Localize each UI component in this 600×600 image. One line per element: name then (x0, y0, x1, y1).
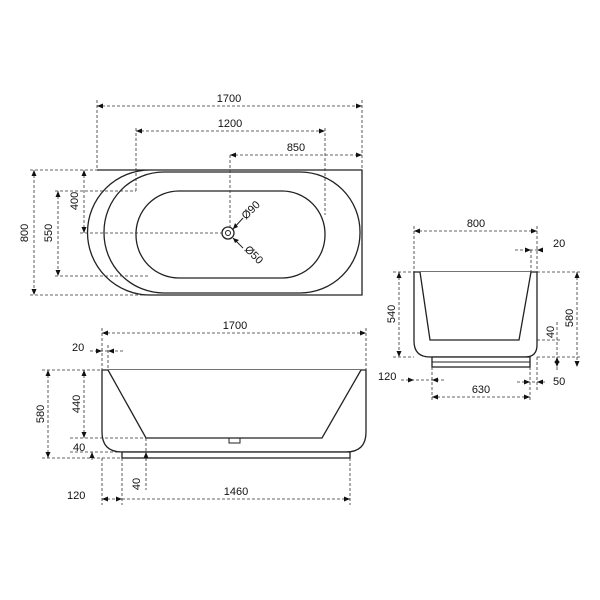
plan-depth-800: 800 (19, 224, 31, 242)
plan-depth-550: 550 (43, 224, 55, 242)
plan-view: 1700 1200 850 800 550 400 Ø90 Ø50 (19, 93, 363, 296)
side-offset-50: 50 (553, 376, 565, 388)
plan-depth-400: 400 (69, 192, 81, 210)
front-width-1700: 1700 (223, 320, 247, 332)
front-bottom-40: 40 (131, 478, 143, 490)
side-view: 800 20 540 580 40 120 630 (378, 218, 580, 402)
front-basin-inner (107, 369, 362, 439)
front-view: 1700 20 580 440 40 40 120 1460 (35, 320, 367, 505)
plan-width-1700: 1700 (217, 93, 241, 105)
front-height-580: 580 (35, 405, 47, 423)
front-base-1460: 1460 (224, 486, 248, 498)
side-rim-20: 20 (553, 238, 565, 250)
front-offset-120: 120 (67, 490, 85, 502)
front-plinth (121, 451, 351, 459)
side-plinth-40: 40 (545, 326, 557, 338)
side-basin-inner (419, 271, 532, 341)
side-height-580: 580 (564, 309, 576, 327)
side-height-540: 540 (386, 305, 398, 323)
front-height-440: 440 (71, 395, 83, 413)
plan-width-850: 850 (287, 142, 305, 154)
drain-icon (221, 226, 235, 240)
side-offset-120: 120 (378, 371, 396, 383)
front-left-40: 40 (73, 442, 85, 454)
side-base-630: 630 (472, 384, 490, 396)
front-rim-20: 20 (72, 342, 84, 354)
side-width-800: 800 (467, 218, 485, 230)
plan-width-1200: 1200 (218, 118, 242, 130)
